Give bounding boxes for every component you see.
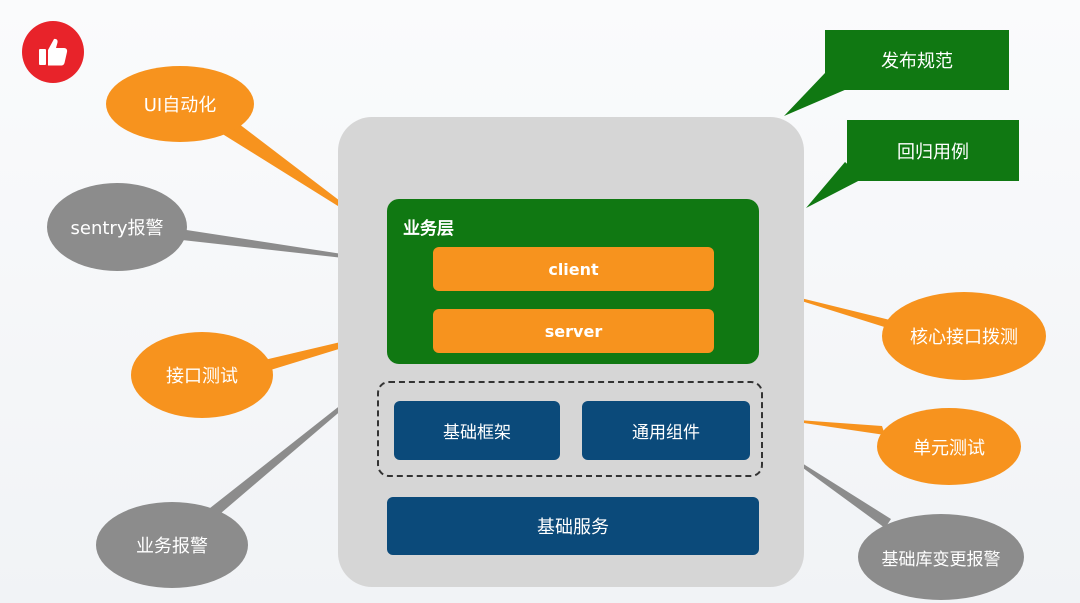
unit-test-bubble: 单元测试 [877,408,1021,485]
server-bar: server [433,309,714,353]
regression-cases-note: 回归用例 [847,120,1019,181]
lib-change-alert-bubble: 基础库变更报警 [858,514,1024,600]
sentry-alert-bubble: sentry报警 [47,183,187,271]
base-service-box: 基础服务 [387,497,759,555]
client-bar: client [433,247,714,291]
thumbs-up-badge [22,21,84,83]
thumbs-up-icon [39,38,68,66]
release-spec-note: 发布规范 [825,30,1009,90]
ui-automation-bubble: UI自动化 [106,66,254,142]
base-framework-box: 基础框架 [394,401,560,460]
api-test-bubble: 接口测试 [131,332,273,418]
core-api-probe-bubble: 核心接口拨测 [882,292,1046,380]
business-alert-bubble: 业务报警 [96,502,248,588]
common-component-box: 通用组件 [582,401,750,460]
middle-layer-group [377,381,763,477]
business-layer-label: 业务层 [403,219,454,239]
